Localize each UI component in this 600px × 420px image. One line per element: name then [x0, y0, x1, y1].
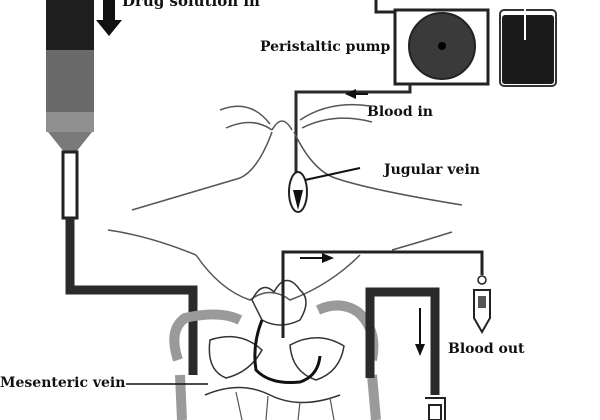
syringe-plunger	[46, 0, 94, 50]
pump-inlet-tube	[374, 0, 395, 14]
pump-rotor-hub	[438, 42, 446, 50]
reservoir-fill	[502, 15, 554, 84]
intestine-lower-left	[175, 374, 187, 420]
intestine-right	[315, 300, 379, 361]
mesenteric-vessel-arc	[204, 386, 341, 404]
syringe-barrel	[46, 50, 94, 112]
portal-outflow-tubing	[365, 287, 440, 395]
blood-out-label: Blood out	[448, 341, 525, 357]
whisker-right-1	[299, 103, 371, 121]
intestine-lower-right	[367, 374, 381, 420]
syringe	[46, 0, 94, 220]
intestine-left	[169, 309, 243, 362]
collection-vial	[473, 275, 491, 335]
mesenteric-loop-left	[208, 335, 263, 379]
syringe-hub	[48, 132, 92, 152]
collection-cup	[425, 397, 446, 420]
rat-forelimb-left	[107, 229, 197, 256]
drug-tubing	[65, 218, 198, 375]
rat-nose	[271, 120, 293, 131]
portal-vein	[253, 319, 322, 384]
drug-in-arrow	[96, 0, 122, 36]
liver-outline	[251, 279, 307, 326]
jugular-tubing	[294, 84, 412, 200]
outflow-tubing	[281, 250, 484, 338]
peristaltic-pump-label: Peristaltic pump	[260, 39, 390, 55]
peristaltic-pump	[374, 0, 490, 86]
blood-in-label: Blood in	[367, 104, 433, 120]
outflow-arrow	[300, 253, 334, 263]
syringe-needle	[61, 150, 79, 220]
blood-in-arrow	[345, 89, 368, 99]
drug-solution-label: Drug solution in	[122, 0, 260, 10]
blood-out-arrow	[415, 308, 425, 356]
mesentery	[169, 279, 381, 420]
rat-head-right	[293, 131, 463, 206]
mesenteric-vein-label: Mesenteric vein	[0, 375, 125, 391]
whisker-right-2	[301, 117, 373, 129]
mesenteric-branches	[235, 391, 335, 420]
mesenteric-loop-right	[289, 337, 345, 381]
rat-forelimb-right	[391, 231, 453, 251]
syringe-barrel-end	[46, 112, 94, 132]
whisker-left-2	[225, 121, 273, 131]
jugular-vein-label: Jugular vein	[382, 162, 480, 178]
rat-head-left	[131, 131, 273, 211]
jugular-pointer	[304, 167, 361, 181]
jugular-incision	[288, 171, 308, 213]
blood-reservoir	[499, 0, 557, 87]
rat-abdomen	[195, 254, 361, 301]
rat-outline	[107, 103, 463, 301]
whisker-left-1	[219, 105, 271, 125]
